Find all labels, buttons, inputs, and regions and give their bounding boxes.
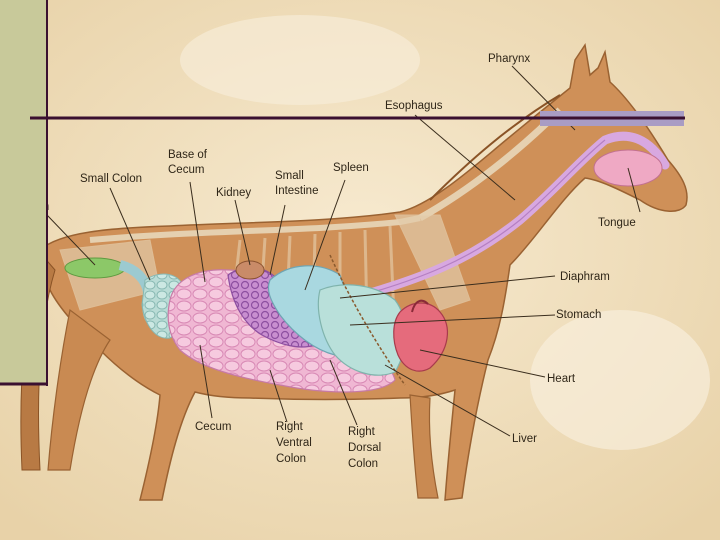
label-kidney: Kidney <box>216 187 251 199</box>
label-stomach: Stomach <box>556 309 601 321</box>
label-right-ventral-colon-line3: Colon <box>276 453 306 465</box>
sidebar-panel <box>0 0 47 383</box>
label-pharynx: Pharynx <box>488 53 530 65</box>
label-cecum: Cecum <box>195 421 231 433</box>
label-right-dorsal-colon-line2: Dorsal <box>348 442 381 454</box>
label-right-dorsal-colon-line3: Colon <box>348 458 378 470</box>
label-esophagus: Esophagus <box>385 100 443 112</box>
label-tongue: Tongue <box>598 217 636 229</box>
label-spleen: Spleen <box>333 162 369 174</box>
label-liver: Liver <box>512 433 537 445</box>
label-diaphram: Diaphram <box>560 271 610 283</box>
label-small-colon: Small Colon <box>80 173 142 185</box>
label-heart: Heart <box>547 373 576 385</box>
label-right-dorsal-colon-line1: Right <box>348 426 376 438</box>
label-right-ventral-colon-line2: Ventral <box>276 437 312 449</box>
label-base-of-cecum-line1: Base of <box>168 149 208 161</box>
label-small-intestine-line1: Small <box>275 170 304 182</box>
small-colon-organ <box>65 258 125 278</box>
label-right-ventral-colon-line1: Right <box>276 421 304 433</box>
label-small-intestine-line2: Intestine <box>275 185 318 197</box>
parchment-stain <box>180 15 420 105</box>
label-base-of-cecum-line2: Cecum <box>168 164 204 176</box>
